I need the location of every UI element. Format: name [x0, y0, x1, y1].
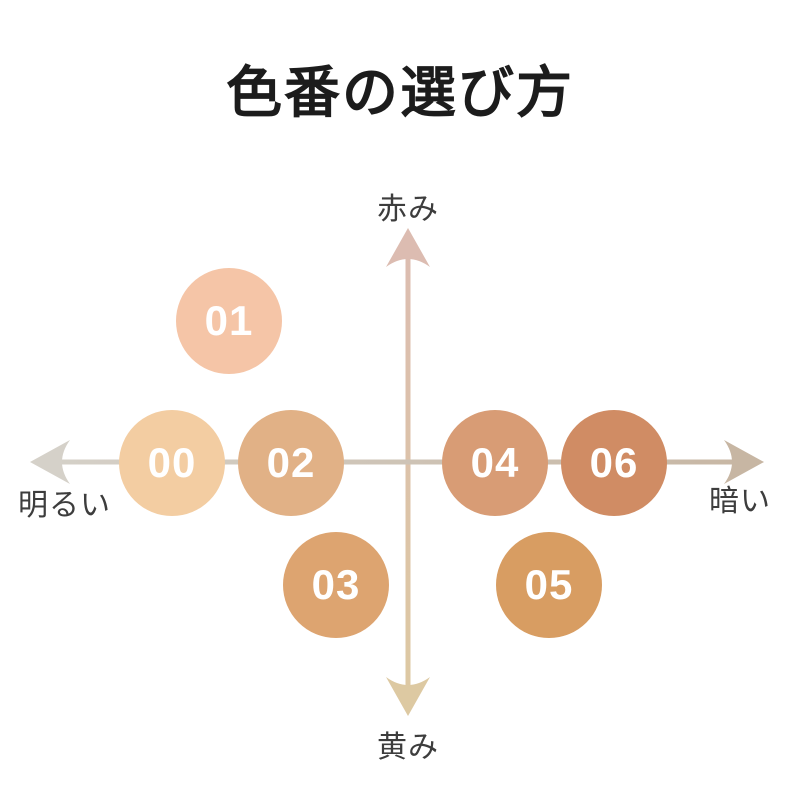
shade-circle-00: 00 — [119, 410, 225, 516]
shade-circle-05: 05 — [496, 532, 602, 638]
axis-label-dark: 暗い — [709, 485, 771, 518]
axis-label-redness: 赤み — [377, 193, 439, 226]
left-arrowhead-icon — [30, 440, 70, 484]
right-arrowhead-icon — [724, 440, 764, 484]
shade-circle-06: 06 — [561, 410, 667, 516]
shade-circle-03: 03 — [283, 532, 389, 638]
page-title: 色番の選び方 — [226, 61, 574, 124]
axis-label-yellowness: 黄み — [377, 731, 439, 764]
axis-label-bright: 明るい — [18, 489, 111, 522]
shade-circle-02: 02 — [238, 410, 344, 516]
shade-circle-01: 01 — [176, 268, 282, 374]
up-arrowhead-icon — [386, 228, 430, 267]
shade-circle-04: 04 — [442, 410, 548, 516]
down-arrowhead-icon — [386, 677, 430, 716]
